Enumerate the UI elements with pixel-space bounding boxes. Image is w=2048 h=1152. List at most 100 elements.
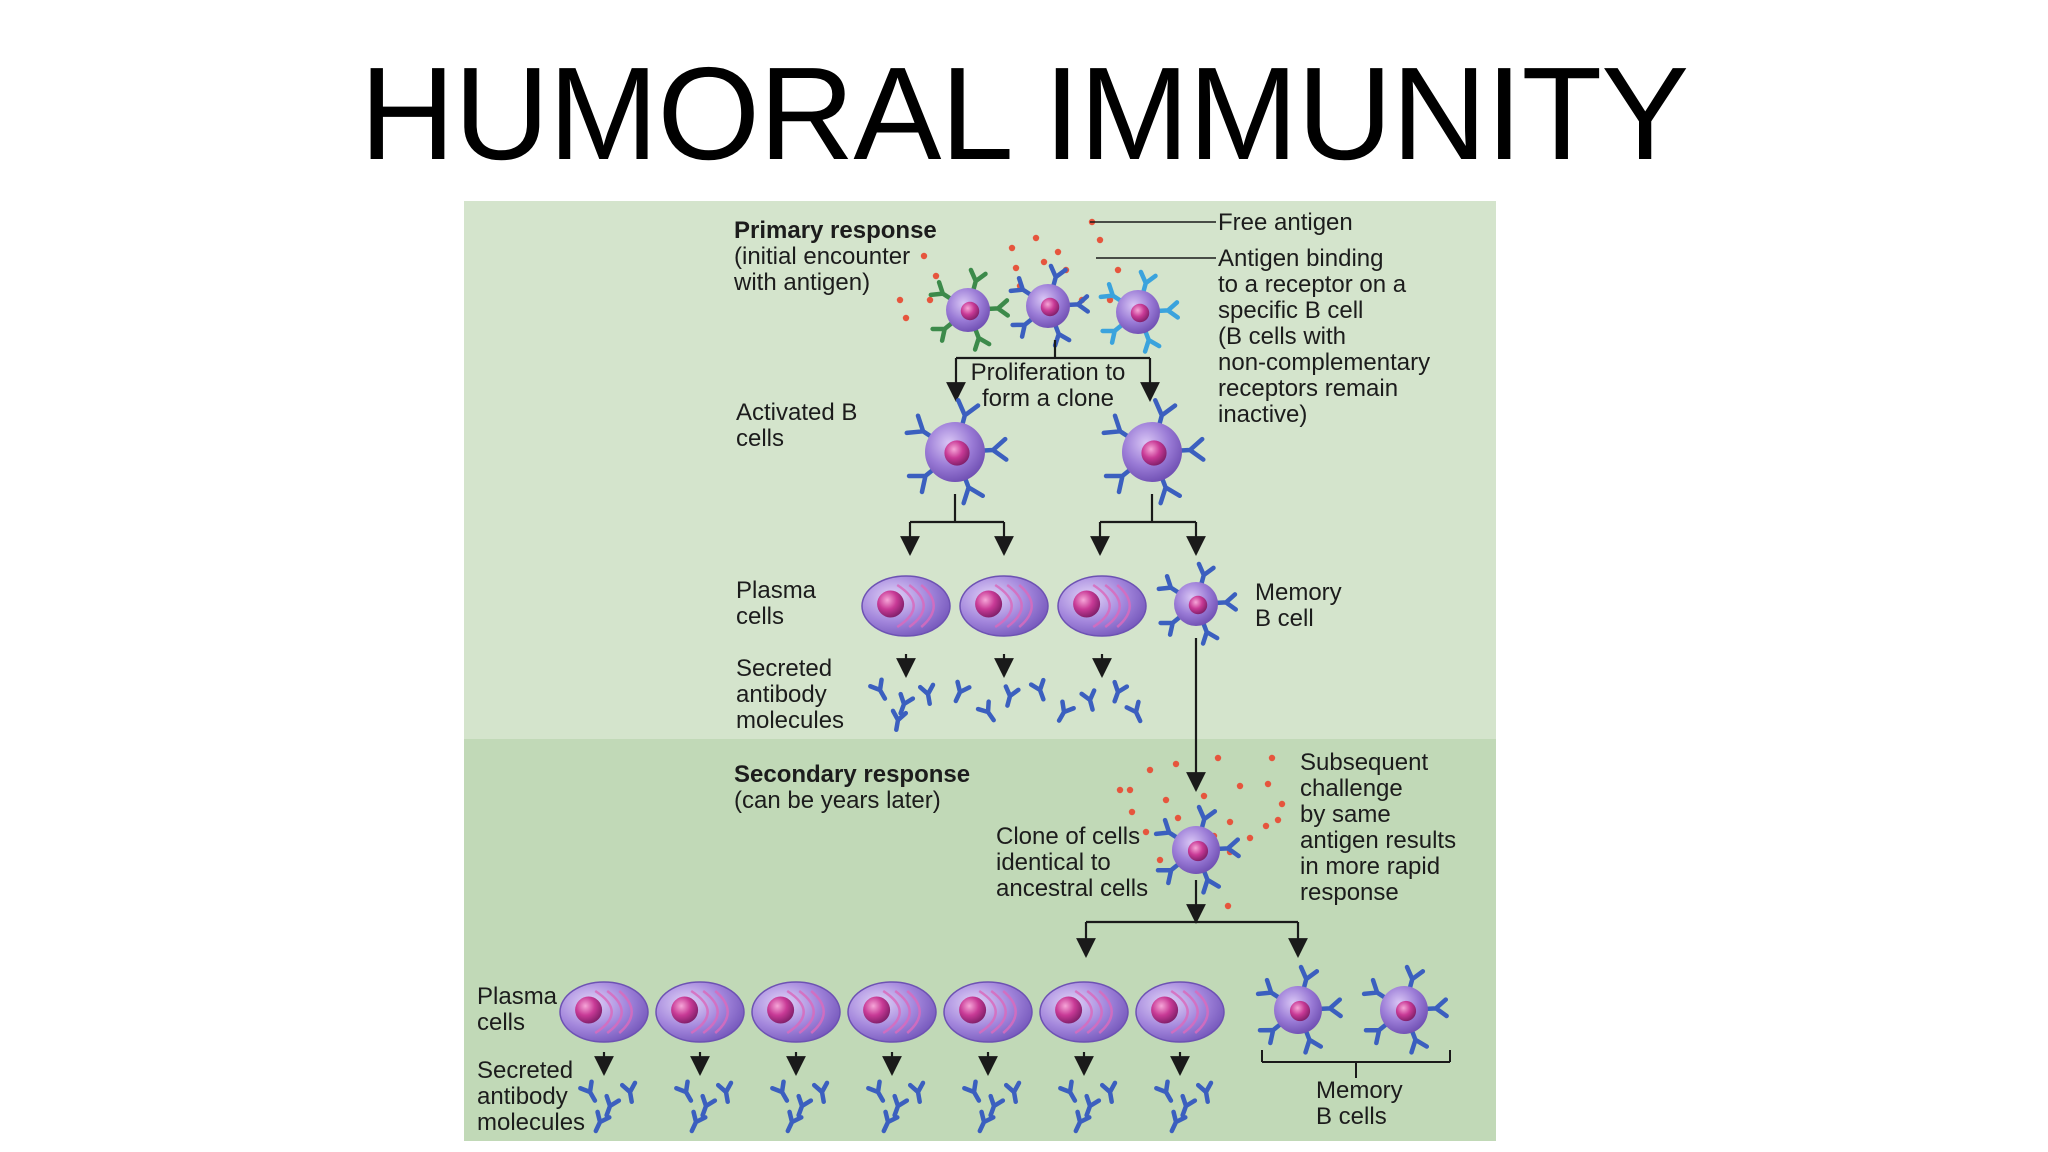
memory-b-cell-label-line2: B cell bbox=[1255, 605, 1314, 632]
plasma-body bbox=[943, 981, 1033, 1043]
endoplasmic-reticulum bbox=[1018, 584, 1033, 628]
endoplasmic-reticulum bbox=[810, 990, 825, 1034]
plasma-cell bbox=[847, 981, 937, 1043]
antigen-dot bbox=[1146, 766, 1154, 774]
plasma-cell bbox=[655, 981, 745, 1043]
antibody-icon bbox=[604, 1093, 622, 1118]
nucleus bbox=[1289, 1000, 1311, 1022]
antigen-dot bbox=[1008, 244, 1016, 252]
antibody-icon bbox=[1112, 679, 1130, 704]
plasma-cell bbox=[959, 575, 1049, 637]
antibody-icon bbox=[619, 1080, 638, 1104]
antibody-icon bbox=[890, 708, 909, 732]
plasma-body bbox=[655, 981, 745, 1043]
endoplasmic-reticulum bbox=[606, 989, 623, 1035]
endoplasmic-reticulum bbox=[908, 583, 925, 629]
antibody-icon bbox=[593, 1109, 612, 1134]
antibody-icon bbox=[674, 1079, 694, 1103]
proliferation-label-line1: Proliferation to bbox=[971, 359, 1126, 386]
nucleus bbox=[1395, 1000, 1417, 1022]
clone-label-line2: identical to bbox=[996, 849, 1111, 876]
antigen-binding-label-line3: specific B cell bbox=[1218, 297, 1363, 324]
antigen-dot bbox=[1236, 782, 1244, 790]
endoplasmic-reticulum bbox=[994, 583, 1013, 629]
antibody-icon bbox=[1003, 1080, 1022, 1104]
antibody-icon bbox=[700, 1093, 718, 1118]
endoplasmic-reticulum bbox=[896, 583, 915, 629]
plasma-cell bbox=[751, 981, 841, 1043]
antibody-icon bbox=[1058, 1079, 1078, 1103]
antigen-binding-label-line6: receptors remain bbox=[1218, 375, 1398, 402]
plasma-body bbox=[559, 981, 649, 1043]
subsequent-challenge-label-line1: Subsequent bbox=[1300, 749, 1428, 776]
antigen-dot bbox=[1032, 234, 1040, 242]
secreted-antibody-label-line3: molecules bbox=[736, 707, 844, 734]
plasma-cells-secondary-label-line2: cells bbox=[477, 1009, 525, 1036]
antibody-icon bbox=[975, 699, 996, 723]
endoplasmic-reticulum bbox=[1074, 989, 1093, 1035]
antigen-dot bbox=[1054, 248, 1062, 256]
secreted-antibody-secondary-label-line2: antibody bbox=[477, 1083, 568, 1110]
endoplasmic-reticulum bbox=[594, 989, 613, 1035]
plasma-cell bbox=[861, 575, 951, 637]
plasma-body bbox=[861, 575, 951, 637]
subsequent-challenge-label-line4: antigen results bbox=[1300, 827, 1456, 854]
endoplasmic-reticulum bbox=[618, 990, 633, 1034]
endoplasmic-reticulum bbox=[1002, 990, 1017, 1034]
antigen-dot bbox=[926, 296, 934, 304]
nucleus bbox=[671, 996, 699, 1024]
nucleus bbox=[960, 301, 980, 321]
memory-b-cell bbox=[1361, 964, 1449, 1055]
antibody-icon bbox=[881, 1109, 900, 1134]
antigen-binding-label-line2: to a receptor on a bbox=[1218, 271, 1407, 298]
memory-b-cells-label-line2: B cells bbox=[1316, 1103, 1387, 1130]
antigen-dot bbox=[1200, 792, 1208, 800]
antigen-dot bbox=[1128, 808, 1136, 816]
nucleus bbox=[877, 590, 905, 618]
endoplasmic-reticulum bbox=[1098, 990, 1113, 1034]
antigen-dot bbox=[1040, 258, 1048, 266]
antigen-dot bbox=[1156, 856, 1164, 864]
antibody-icon bbox=[796, 1093, 814, 1118]
antibody-icon bbox=[1195, 1080, 1214, 1104]
memory-b-cell bbox=[1156, 561, 1238, 646]
plasma-cell bbox=[1039, 981, 1129, 1043]
memory-b-cell-secondary bbox=[1153, 804, 1241, 895]
antigen-dot bbox=[920, 252, 928, 260]
plasma-body bbox=[1039, 981, 1129, 1043]
antibody-icon bbox=[1003, 684, 1021, 708]
plasma-body bbox=[1057, 575, 1147, 637]
secreted-antibody-secondary-label-line1: Secreted bbox=[477, 1057, 573, 1084]
endoplasmic-reticulum bbox=[1194, 990, 1209, 1034]
activated-b-cell-left bbox=[904, 398, 1009, 506]
antibody-icon bbox=[1154, 1079, 1174, 1103]
antigen-dot bbox=[1114, 266, 1122, 274]
proliferation-label-line2: form a clone bbox=[982, 385, 1114, 412]
antibody-icon bbox=[578, 1079, 598, 1103]
memory-b-cell bbox=[1255, 964, 1343, 1055]
nucleus bbox=[1055, 996, 1083, 1024]
antibody-icon bbox=[892, 1093, 910, 1118]
secreted-antibody-label-line2: antibody bbox=[736, 681, 827, 708]
endoplasmic-reticulum bbox=[714, 990, 729, 1034]
endoplasmic-reticulum bbox=[1116, 584, 1131, 628]
secreted-antibodies-primary bbox=[868, 677, 1143, 732]
nucleus bbox=[1141, 440, 1167, 466]
secreted-antibody-label-line1: Secreted bbox=[736, 655, 832, 682]
antigen-binding-label-line7: inactive) bbox=[1218, 401, 1307, 428]
subsequent-challenge-label-line5: in more rapid bbox=[1300, 853, 1440, 880]
secreted-antibodies-secondary bbox=[578, 1079, 1214, 1134]
antibody-icon bbox=[689, 1109, 708, 1134]
endoplasmic-reticulum bbox=[1170, 989, 1189, 1035]
endoplasmic-reticulum bbox=[882, 989, 901, 1035]
primary-response-panel bbox=[464, 201, 1496, 739]
antibody-icon bbox=[866, 1079, 886, 1103]
antibody-icon bbox=[898, 691, 916, 716]
antibody-icon bbox=[1169, 1109, 1188, 1134]
antibody-icon bbox=[1099, 1080, 1118, 1104]
plasma-cells-secondary-label-line1: Plasma bbox=[477, 983, 558, 1010]
antigen-dot bbox=[1246, 834, 1254, 842]
memory-b-cells-label-line1: Memory bbox=[1316, 1077, 1403, 1104]
nucleus bbox=[959, 996, 987, 1024]
antibody-icon bbox=[770, 1079, 790, 1103]
